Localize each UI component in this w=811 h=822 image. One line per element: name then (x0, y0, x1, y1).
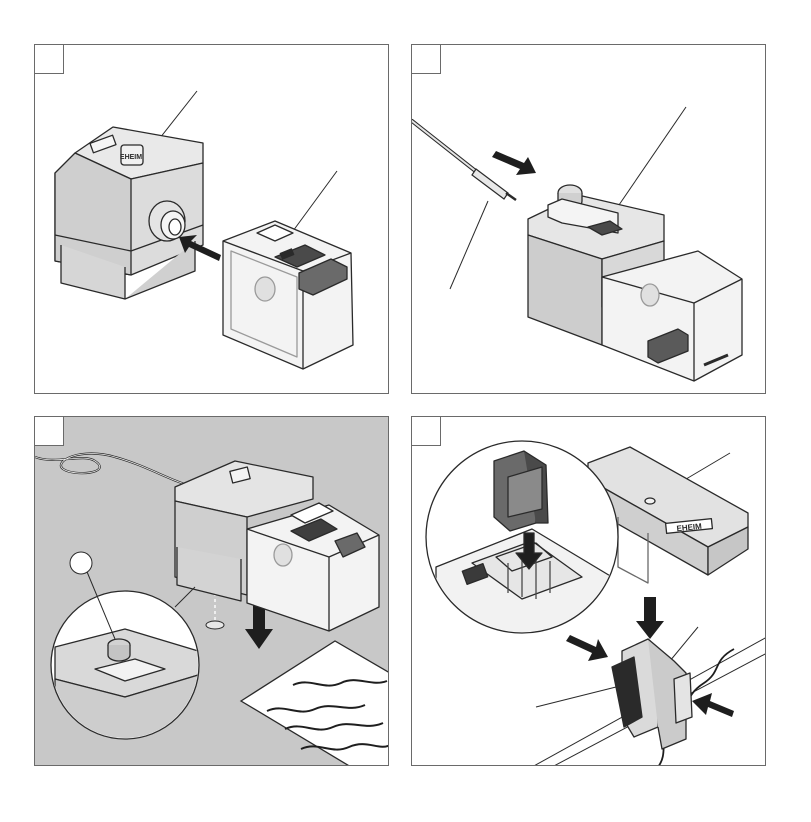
insert-arrow-icon (492, 151, 536, 175)
detail-magnifier (426, 441, 618, 647)
left-arrow-icon (692, 693, 734, 717)
feeder-drum (223, 221, 353, 369)
step-panel-4: EHEIM (411, 416, 766, 766)
assembled-feeder (528, 185, 742, 381)
step-panel-2 (411, 44, 766, 394)
leader-line-drum (293, 171, 337, 231)
motor-unit: EHEIM (55, 127, 203, 299)
mounted-feeder (175, 461, 379, 631)
feeding-opening (241, 641, 389, 766)
adhesive-pad (206, 621, 224, 629)
step-panel-3 (34, 416, 389, 766)
motor-logo: EHEIM (120, 154, 142, 161)
leader-line-cable (450, 201, 488, 289)
holder-attachment-illustration: EHEIM (412, 417, 766, 766)
cable-connection-illustration (412, 45, 766, 394)
glass-clip-holder (612, 639, 692, 749)
leader-line-zoom (175, 587, 195, 607)
leader-line-clip (536, 685, 624, 707)
down-arrow-icon (636, 597, 664, 639)
detail-magnifier (51, 591, 205, 757)
leader-line-socket (608, 107, 686, 221)
cable-loop (35, 454, 195, 487)
callout-marker (70, 552, 92, 574)
right-arrow-icon (566, 635, 608, 661)
motor-and-drum-illustration: EHEIM (35, 45, 389, 394)
mounting-illustration (35, 417, 389, 766)
step-panel-1: EHEIM (34, 44, 389, 394)
